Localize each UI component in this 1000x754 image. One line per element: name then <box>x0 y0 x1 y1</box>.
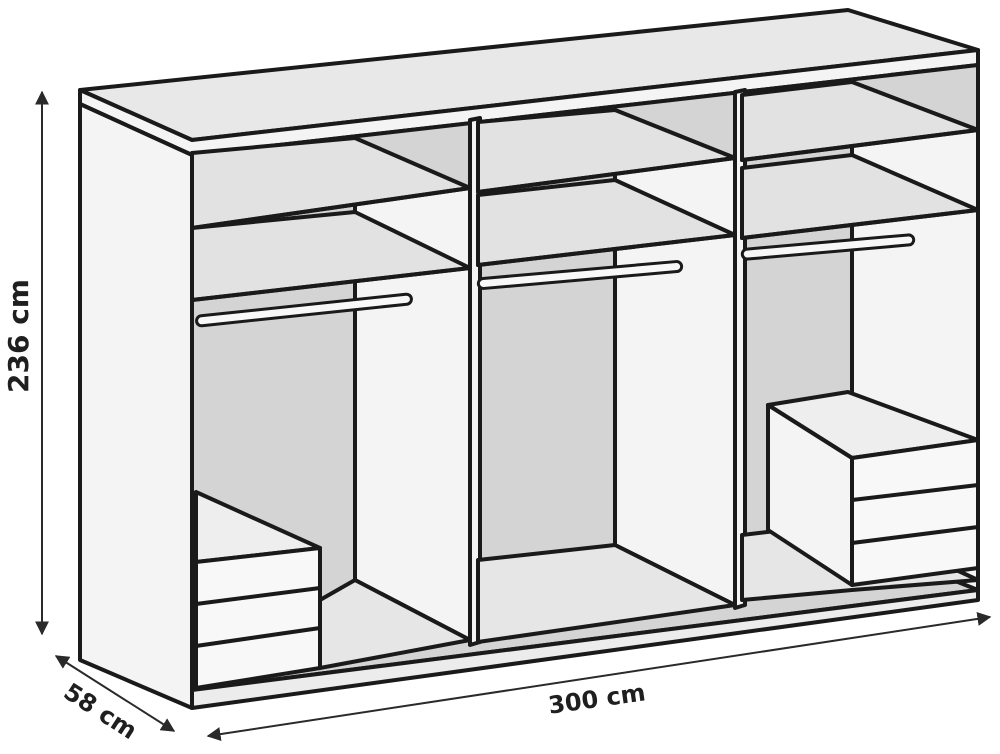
dimension-height: 236 cm <box>2 90 49 636</box>
dimension-height-label: 236 cm <box>2 279 35 393</box>
comp3-hanging-rail <box>740 233 916 261</box>
comp2-side-wall <box>613 108 737 607</box>
dimension-width-label: 300 cm <box>547 678 648 719</box>
comp3-drawer-front <box>850 438 980 587</box>
comp1-hanging-rail <box>195 292 413 328</box>
left-side-panel <box>78 102 194 710</box>
comp1-drawer-front <box>194 546 322 690</box>
compartment-right <box>733 80 980 610</box>
dimension-depth-label: 58 cm <box>59 677 142 745</box>
comp2-hanging-rail <box>476 260 684 290</box>
